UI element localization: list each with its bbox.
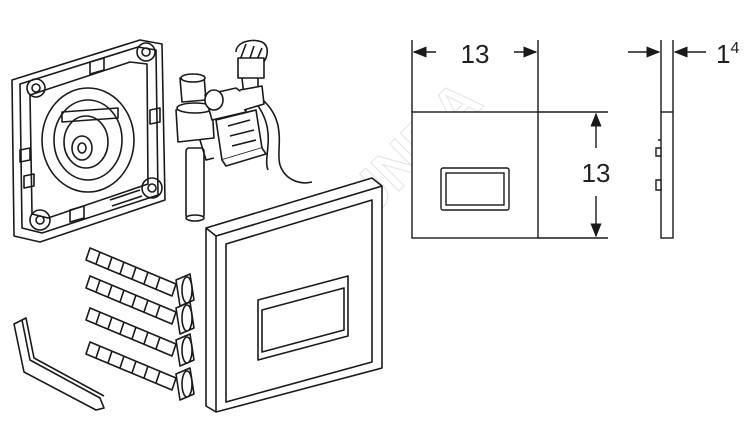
front-height-label: 13	[582, 158, 611, 188]
cover-plate-3d	[205, 177, 383, 413]
front-width-dimension	[411, 40, 539, 112]
side-depth-main: 1	[716, 39, 730, 69]
front-width-label: 13	[461, 39, 490, 69]
front-height-dimension	[538, 111, 608, 239]
screw-4	[85, 341, 195, 401]
side-depth-sup: 4	[730, 40, 739, 57]
screw-2	[85, 275, 195, 335]
side-depth-label: 14	[716, 39, 739, 69]
allen-key	[13, 317, 105, 411]
screw-1	[85, 247, 195, 307]
screw-3	[85, 307, 195, 367]
mounting-plate	[11, 39, 166, 243]
screws	[85, 247, 195, 401]
front-view	[411, 111, 539, 239]
valve-unit	[175, 39, 313, 222]
side-depth-dimension	[628, 40, 706, 112]
side-view	[655, 111, 674, 239]
